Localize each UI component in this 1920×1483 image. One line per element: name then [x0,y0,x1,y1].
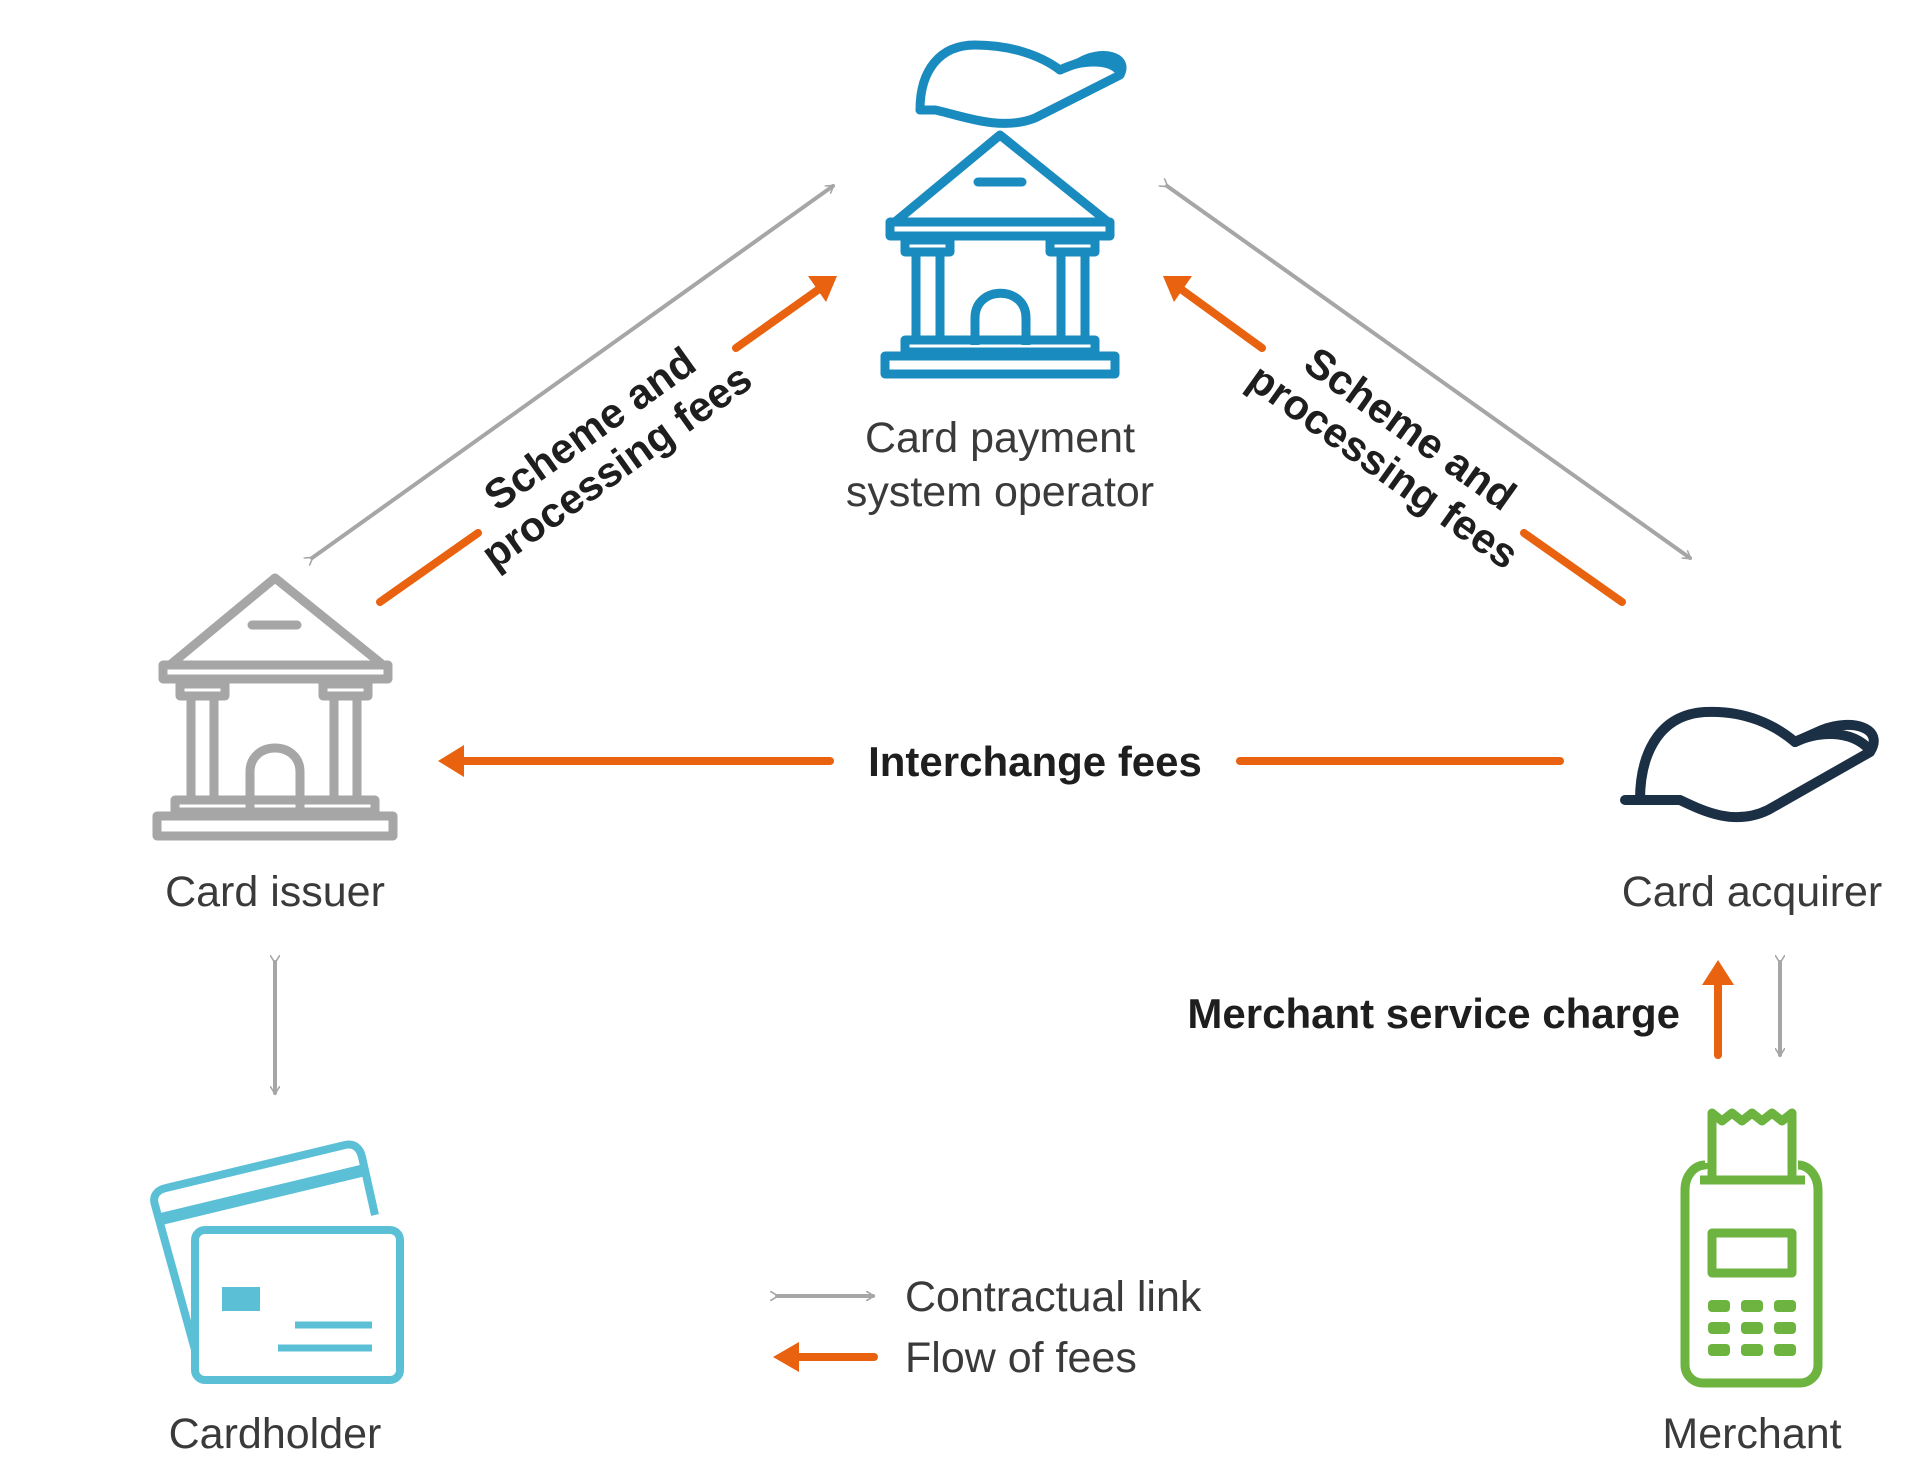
merchant-keypad-icon [1708,1300,1796,1356]
merchant-service-charge-arrow [1702,960,1734,1059]
issuer-bank-icon [152,573,398,841]
interchange-fee-arrow [438,745,1564,777]
legend: Contractual link Flow of fees [773,1273,1202,1382]
issuer-label: Card issuer [165,868,385,916]
operator-hand-icon [915,40,1127,128]
operator-label-line2: system operator [846,468,1154,516]
right-scheme-fee-arrow [1163,276,1626,606]
cardholder-label: Cardholder [169,1410,382,1458]
issuer-operator-contract-arrow [312,184,833,558]
merchant-label: Merchant [1662,1410,1841,1458]
acquirer-operator-contract-arrow [1167,186,1690,560]
acquirer-hand-icon [1620,706,1879,823]
operator-bank-icon [880,130,1120,379]
legend-contract-label: Contractual link [905,1273,1202,1321]
merchant-service-charge-label: Merchant service charge [1187,990,1680,1037]
left-scheme-fee-arrow [376,276,837,606]
operator-label-line1: Card payment [865,414,1135,462]
legend-fee-arrow [773,1342,878,1372]
right-scheme-fee-label: Scheme and processing fees [1240,338,1528,578]
merchant-card-terminal-icon [1680,1108,1823,1388]
left-scheme-fee-label: Scheme and processing fees [473,338,761,578]
acquirer-label: Card acquirer [1622,868,1883,916]
interchange-fee-label: Interchange fees [868,738,1202,785]
legend-fee-label: Flow of fees [905,1334,1137,1382]
cardholder-credit-cards-icon [150,1140,404,1384]
